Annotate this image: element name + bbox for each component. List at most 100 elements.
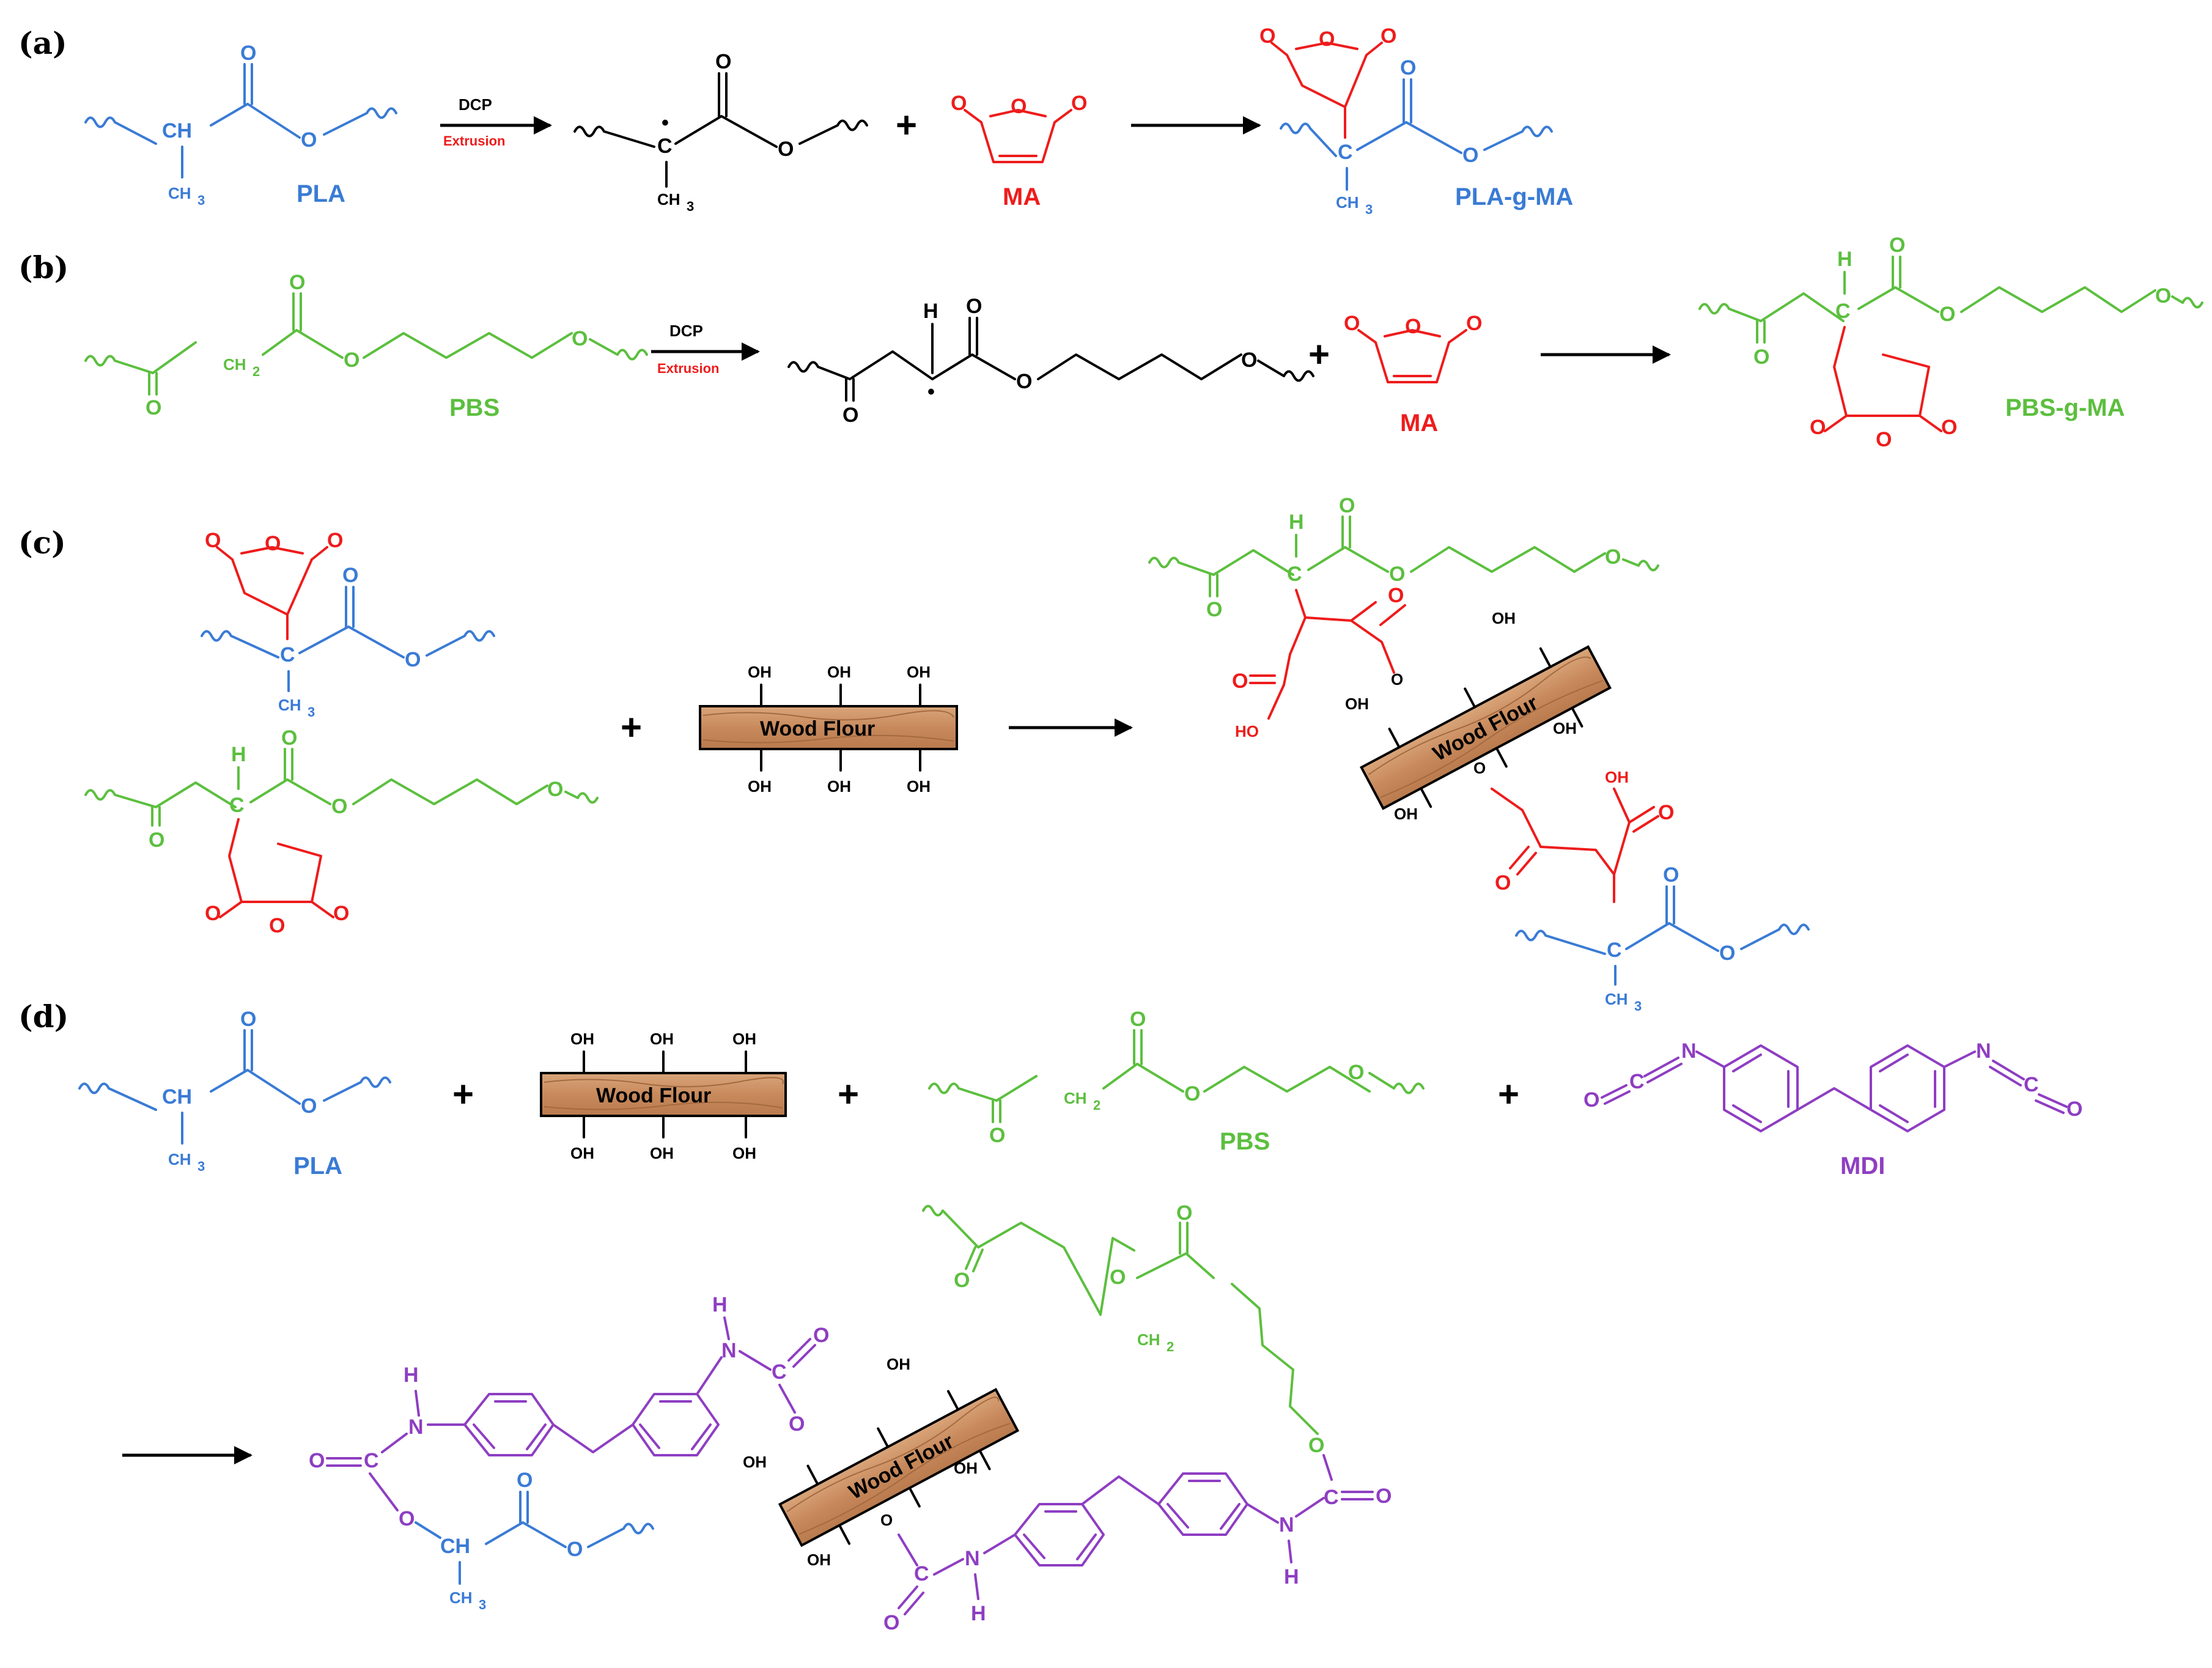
svg-text:C: C — [1629, 1070, 1645, 1093]
svg-text:O: O — [1381, 24, 1396, 48]
svg-text:H: H — [712, 1293, 728, 1316]
label-pla-g-ma: PLA-g-MA — [1455, 183, 1573, 210]
svg-text:O: O — [966, 295, 982, 318]
svg-text:O: O — [778, 138, 794, 161]
svg-text:H: H — [231, 743, 246, 766]
svg-text:N: N — [1279, 1513, 1294, 1537]
label-mdi: MDI — [1840, 1153, 1885, 1179]
svg-text:C: C — [1835, 300, 1851, 323]
svg-text:OH: OH — [732, 1030, 756, 1048]
plus-c: + — [621, 707, 642, 748]
svg-text:OH: OH — [1492, 609, 1516, 627]
pbs-structure-b: O CH 2 O O O — [84, 271, 648, 419]
svg-text:3: 3 — [687, 199, 694, 214]
panel-label-b: (b) — [18, 249, 68, 286]
svg-text:N: N — [1681, 1039, 1697, 1063]
svg-text:OH: OH — [954, 1459, 978, 1477]
svg-text:O: O — [813, 1324, 829, 1347]
svg-text:O: O — [547, 778, 563, 801]
svg-text:OH: OH — [827, 663, 851, 681]
svg-text:C: C — [2024, 1073, 2039, 1096]
svg-text:O: O — [1110, 1266, 1126, 1289]
svg-text:O: O — [1388, 584, 1404, 607]
svg-text:•: • — [927, 380, 935, 404]
svg-text:OH: OH — [907, 663, 931, 681]
svg-text:O: O — [1259, 24, 1275, 48]
svg-text:H: H — [1837, 248, 1853, 271]
svg-text:H: H — [404, 1364, 419, 1387]
svg-text:O: O — [989, 1124, 1005, 1147]
svg-text:O: O — [1605, 545, 1621, 569]
svg-text:H: H — [971, 1602, 986, 1625]
svg-text:OH: OH — [650, 1030, 674, 1048]
svg-text:O: O — [715, 50, 731, 73]
svg-text:O: O — [281, 726, 297, 750]
svg-text:H: H — [1284, 1565, 1299, 1589]
svg-text:C: C — [914, 1562, 929, 1585]
plus-b: + — [1308, 334, 1330, 375]
svg-text:OH: OH — [907, 777, 931, 795]
svg-text:3: 3 — [308, 704, 315, 720]
svg-text:OH: OH — [807, 1551, 831, 1569]
pla-structure-a: CH O O CH 3 — [84, 42, 397, 208]
svg-text:CH: CH — [657, 190, 680, 208]
svg-text:OH: OH — [1345, 695, 1369, 713]
svg-text:O: O — [301, 128, 317, 152]
svg-text:OH: OH — [1553, 719, 1577, 737]
svg-text:O: O — [1876, 428, 1892, 451]
svg-text:OH: OH — [732, 1144, 756, 1162]
svg-text:O: O — [1344, 312, 1360, 335]
svg-text:O: O — [1939, 303, 1955, 326]
svg-text:Wood Flour: Wood Flour — [596, 1084, 711, 1107]
pbs-structure-d: O CH 2 O O O — [928, 1008, 1425, 1147]
svg-text:O: O — [1405, 315, 1421, 338]
panel-label-c: (c) — [18, 525, 66, 561]
svg-text:O: O — [1473, 759, 1486, 777]
svg-text:O: O — [1583, 1088, 1599, 1112]
product-c: O H C O O O O O HO O Wood Flour OH OH OH… — [1148, 494, 1810, 1014]
svg-text:O: O — [1184, 1082, 1200, 1105]
svg-text:O: O — [240, 42, 256, 65]
svg-text:O: O — [146, 396, 161, 419]
ma-structure-b: O O O — [1344, 312, 1482, 383]
svg-text:2: 2 — [1167, 1339, 1174, 1354]
svg-text:O: O — [1663, 863, 1679, 887]
svg-text:O: O — [1753, 345, 1769, 369]
svg-text:O: O — [1241, 349, 1257, 372]
svg-text:OH: OH — [570, 1030, 594, 1048]
svg-text:O: O — [572, 327, 588, 350]
label-pla-d: PLA — [293, 1153, 342, 1179]
svg-text:O: O — [1889, 234, 1905, 257]
svg-text:OH: OH — [887, 1355, 910, 1373]
svg-text:CH: CH — [440, 1535, 470, 1558]
svg-text:O: O — [269, 914, 285, 937]
pbs-g-ma-structure-c: O H C O O O O O O — [84, 726, 599, 937]
svg-text:O: O — [309, 1449, 325, 1472]
svg-text:O: O — [1016, 370, 1032, 393]
panel-label-d: (d) — [18, 998, 68, 1035]
svg-text:O: O — [1376, 1485, 1392, 1508]
svg-text:C: C — [1287, 563, 1302, 586]
svg-text:O: O — [1232, 670, 1248, 693]
svg-text:CH: CH — [168, 184, 191, 202]
svg-text:CH: CH — [1605, 990, 1628, 1008]
svg-text:O: O — [1466, 312, 1482, 335]
svg-text:O: O — [1462, 144, 1478, 167]
plus-d3: + — [1498, 1074, 1519, 1115]
svg-text:CH: CH — [1336, 193, 1359, 212]
svg-text:C: C — [1324, 1486, 1339, 1509]
label-ma-a: MA — [1003, 183, 1041, 210]
ma-structure-a: O O O — [951, 92, 1087, 163]
plus-d2: + — [838, 1074, 859, 1115]
svg-text:N: N — [721, 1339, 737, 1362]
svg-text:O: O — [1348, 1061, 1364, 1084]
svg-text:O: O — [517, 1469, 533, 1492]
plus-a: + — [896, 105, 917, 146]
svg-text:O: O — [1719, 942, 1735, 965]
panel-label-a: (a) — [18, 25, 67, 61]
wood-flour-block-d: Wood Flour OH OH OH OH OH OH — [540, 1030, 787, 1162]
svg-text:CH: CH — [162, 1085, 192, 1109]
svg-text:O: O — [1339, 494, 1355, 517]
svg-text:OH: OH — [748, 777, 772, 795]
svg-text:3: 3 — [197, 193, 205, 208]
